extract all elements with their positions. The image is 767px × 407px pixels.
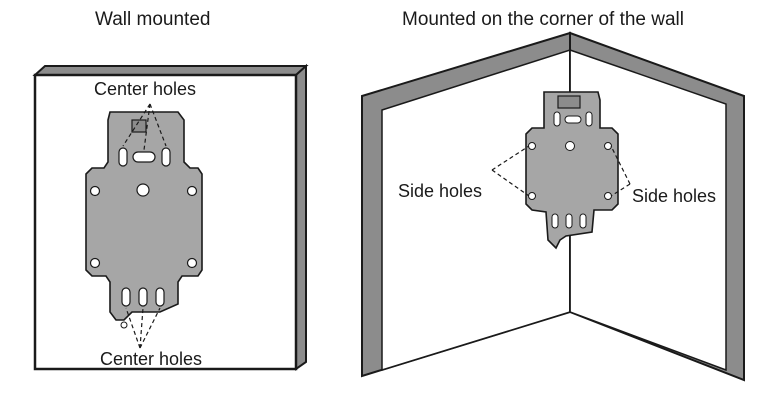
side-hole [186, 185, 198, 197]
center-hole [565, 213, 573, 229]
center-holes-label-bottom: Center holes [100, 349, 203, 369]
bracket-top-tab [557, 95, 581, 109]
bracket-body [525, 91, 619, 250]
side-hole [89, 257, 101, 269]
center-hole [138, 287, 148, 307]
wall-block-top-face [32, 65, 309, 76]
center-hole [161, 147, 171, 167]
corner-wall [361, 31, 745, 382]
side-hole [528, 142, 536, 150]
side-hole [528, 192, 536, 200]
center-hole [551, 213, 559, 229]
center-hole [118, 147, 128, 167]
center-hole [553, 111, 561, 127]
center-holes-label-top: Center holes [94, 79, 197, 99]
side-hole [604, 142, 612, 150]
center-holes-leader-lines [122, 103, 167, 349]
side-hole [186, 257, 198, 269]
center-hole [564, 115, 582, 124]
left-panel-title: Wall mounted [95, 9, 211, 30]
side-holes-leader-lines [491, 145, 631, 197]
center-hole [585, 111, 593, 127]
center-hole [579, 213, 587, 229]
bracket-center-hole [565, 141, 575, 151]
center-hole [155, 287, 165, 307]
bracket-top-tab [131, 119, 147, 133]
side-holes-label-left: Side holes [398, 181, 483, 201]
side-holes-label-right: Side holes [630, 185, 721, 207]
bracket-bottom-tab-hole [120, 321, 128, 329]
right-panel-title: Mounted on the corner of the wall [402, 9, 685, 30]
side-hole [604, 192, 612, 200]
side-hole [89, 185, 101, 197]
bracket-body [85, 111, 203, 321]
center-hole [132, 151, 156, 163]
center-hole [121, 287, 131, 307]
mounting-bracket-front [85, 111, 203, 329]
bracket-center-hole [136, 183, 150, 197]
mounting-bracket-corner [525, 91, 619, 250]
wall-block-side-face [295, 63, 307, 371]
